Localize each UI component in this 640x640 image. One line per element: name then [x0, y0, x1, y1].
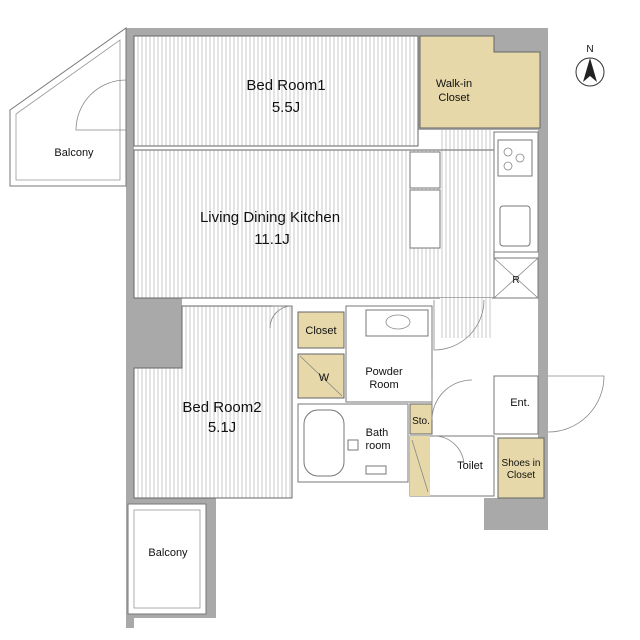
balcony-bottom — [127, 503, 207, 615]
toilet-room — [409, 435, 495, 497]
bathroom — [297, 403, 409, 483]
walkin-closet — [419, 35, 541, 129]
bedroom1 — [133, 35, 419, 147]
bathroom-label-2: room — [365, 440, 390, 452]
compass-label: N — [586, 44, 593, 55]
powder-room-label: Powder — [365, 366, 403, 378]
compass: N — [575, 44, 605, 87]
closet-label: Closet — [305, 325, 336, 337]
entrance-label: Ent. — [510, 397, 530, 409]
balcony-bottom-label: Balcony — [148, 547, 188, 559]
powder-room-label-2: Room — [369, 379, 398, 391]
washer-label: W — [319, 372, 330, 384]
ldk-size: 11.1J — [254, 231, 290, 248]
ldk-name: Living Dining Kitchen — [200, 209, 340, 226]
refrigerator-label: R — [512, 275, 519, 286]
bedroom1-name: Bed Room1 — [246, 77, 325, 94]
powder-room — [345, 305, 433, 403]
walkin-closet-label-2: Closet — [438, 92, 469, 104]
walkin-closet-label: Walk-in — [436, 78, 472, 90]
balcony-top — [9, 27, 127, 187]
shoes-closet-label: Shoes in — [502, 458, 541, 469]
bedroom2-name: Bed Room2 — [182, 399, 261, 416]
bathroom-label: Bath — [366, 427, 389, 439]
shoes-closet-label-2: Closet — [507, 470, 536, 481]
bedroom2 — [133, 305, 293, 499]
balcony-top-label: Balcony — [54, 147, 94, 159]
shoes-closet — [497, 437, 545, 499]
hall — [269, 298, 492, 421]
storage-label: Sto. — [412, 416, 430, 427]
washer-area — [297, 353, 345, 399]
toilet-label: Toilet — [457, 460, 483, 472]
bedroom1-size: 5.5J — [272, 99, 300, 116]
entrance — [493, 375, 605, 435]
bedroom2-size: 5.1J — [208, 419, 236, 436]
kitchen — [409, 131, 539, 299]
